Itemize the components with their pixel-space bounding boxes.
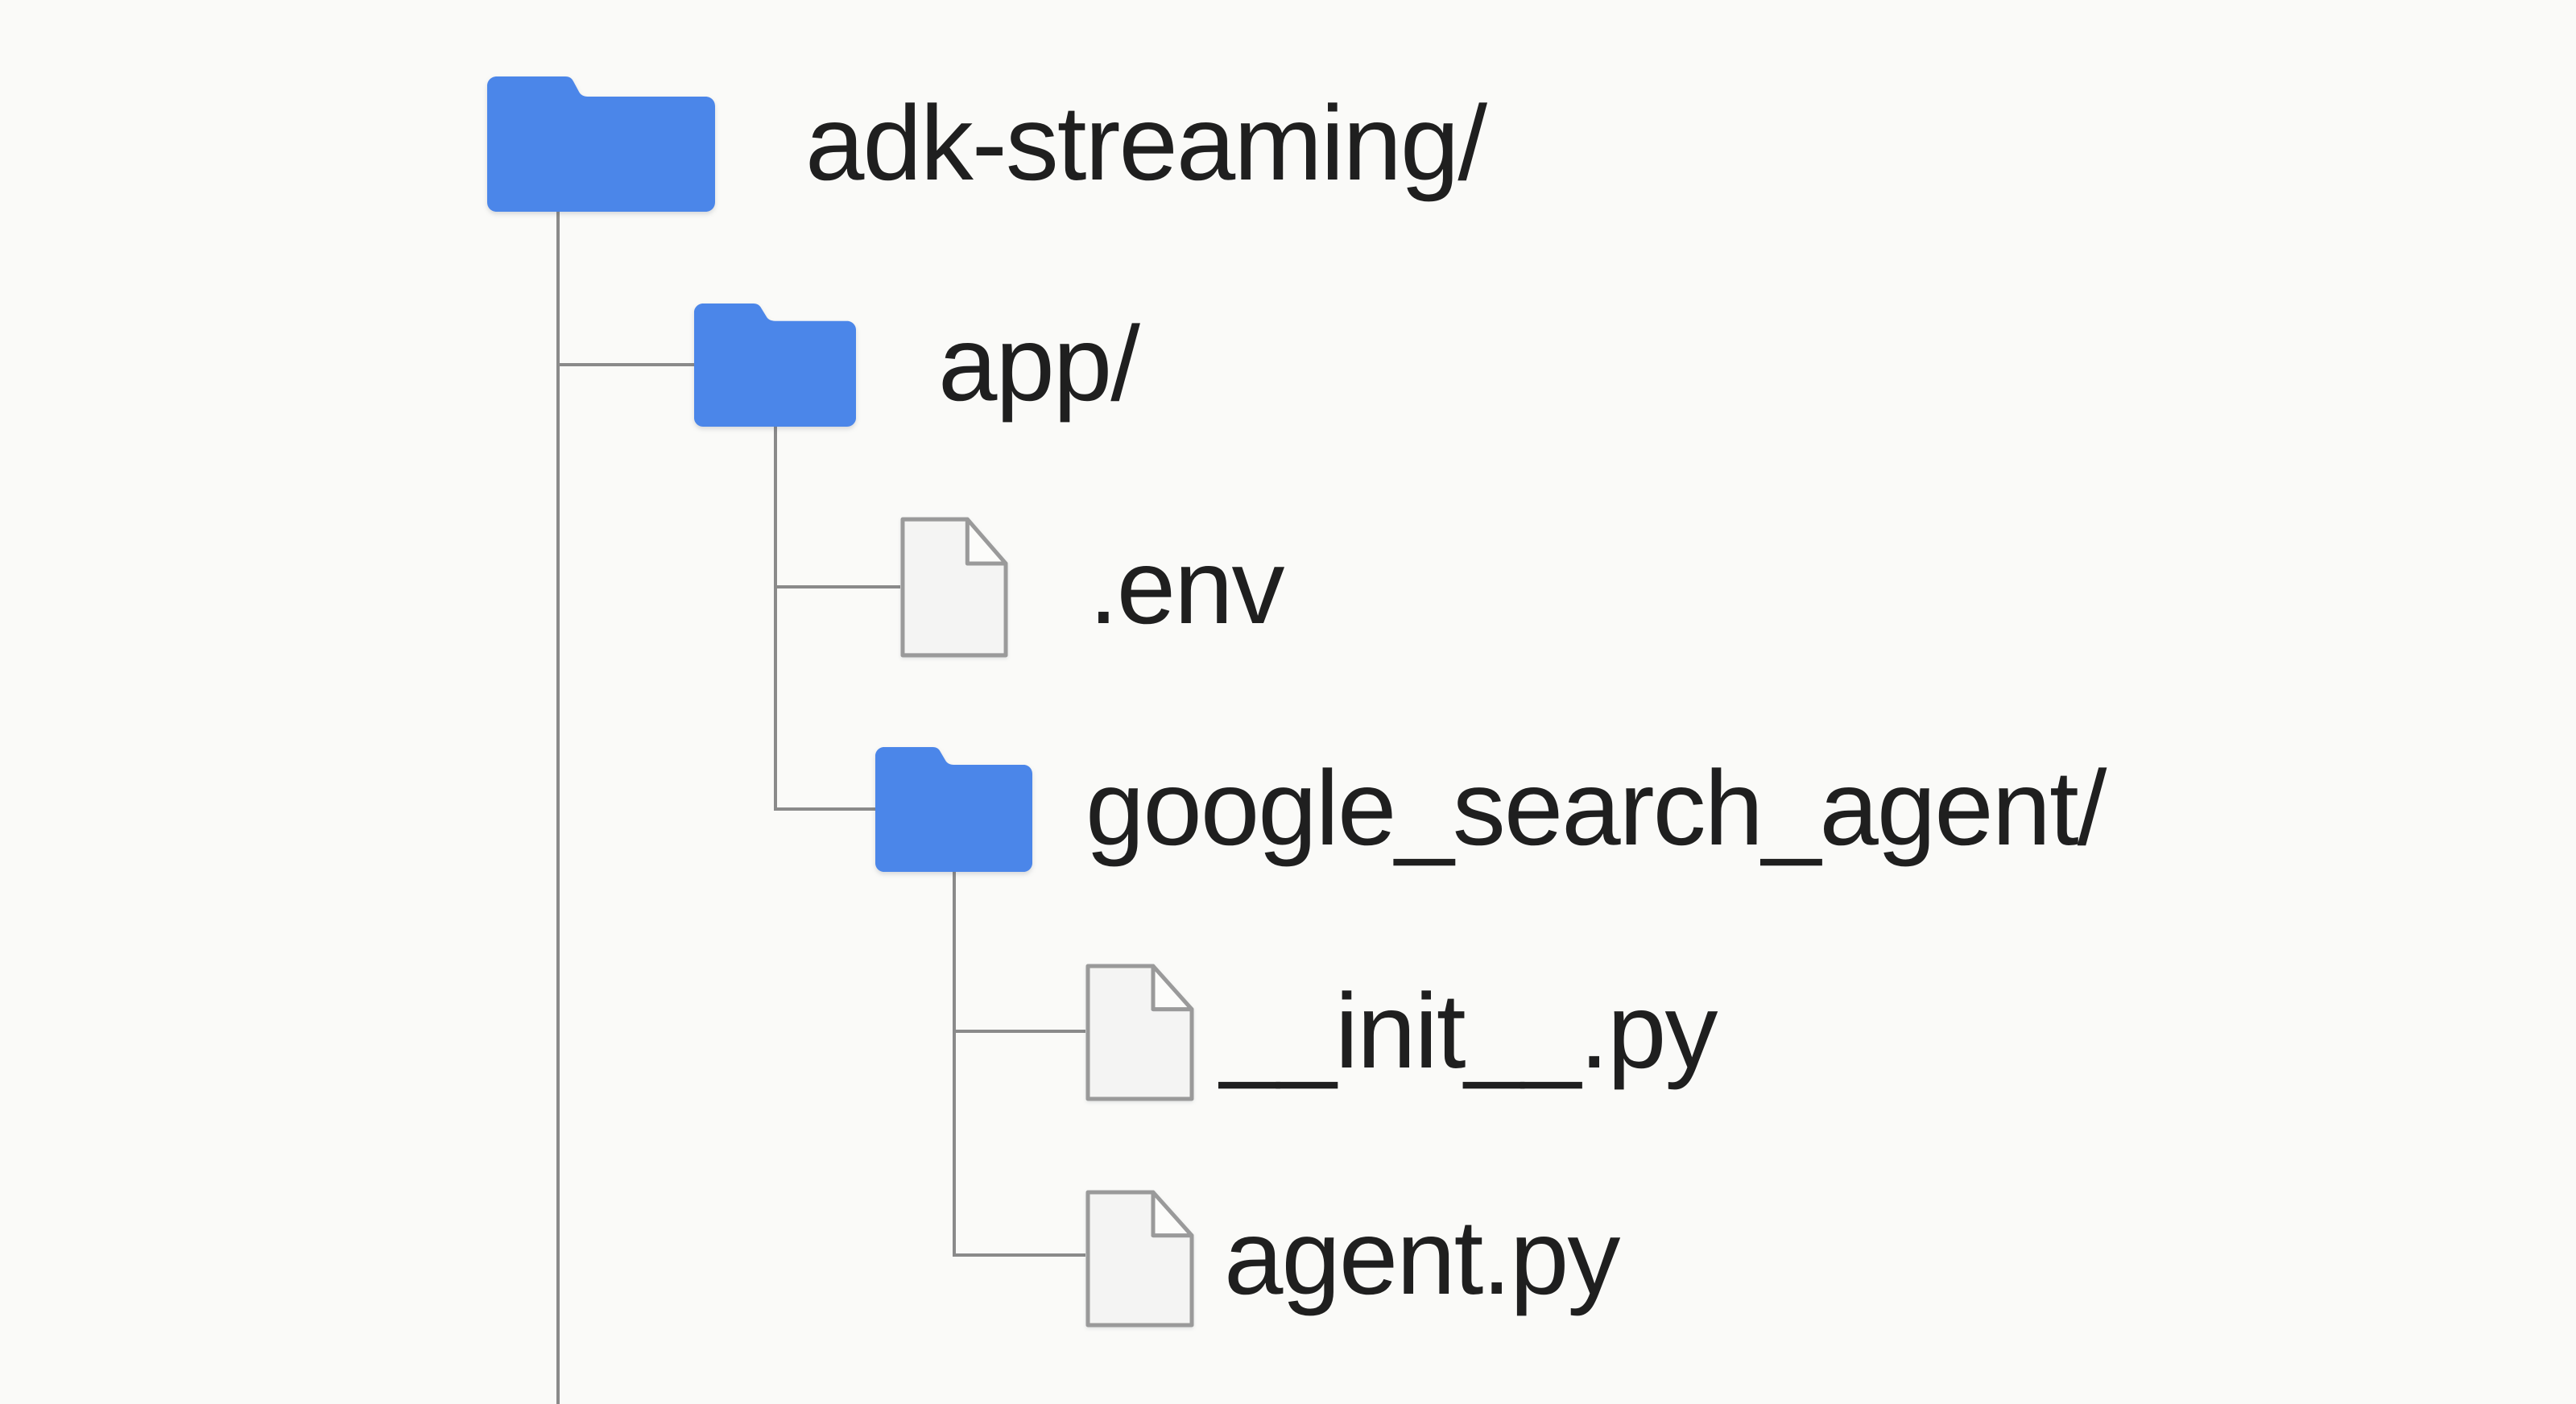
connector-branch-app	[556, 363, 694, 366]
connector-branch-google-search-agent	[774, 807, 875, 811]
file-icon-agent-py	[1085, 1190, 1194, 1328]
label-google-search-agent: google_search_agent/	[1085, 749, 2107, 867]
folder-icon-google-search-agent	[875, 747, 1032, 872]
label-app: app/	[938, 304, 1140, 423]
file-icon-init-py	[1085, 964, 1194, 1101]
folder-icon-app	[694, 304, 856, 427]
file-icon-env	[900, 517, 1008, 658]
connector-branch-agent-py	[953, 1253, 1085, 1257]
label-adk-streaming: adk-streaming/	[805, 84, 1487, 202]
connector-branch-init-py	[953, 1030, 1085, 1033]
connector-trunk-google-search-agent	[953, 870, 956, 1257]
folder-icon-adk-streaming	[487, 76, 715, 212]
label-env: .env	[1089, 527, 1284, 646]
label-agent-py: agent.py	[1224, 1198, 1620, 1316]
connector-branch-env	[774, 585, 900, 588]
label-init-py: __init__.py	[1220, 972, 1718, 1090]
connector-trunk-adk-streaming	[556, 210, 560, 1404]
connector-trunk-app	[774, 425, 777, 811]
